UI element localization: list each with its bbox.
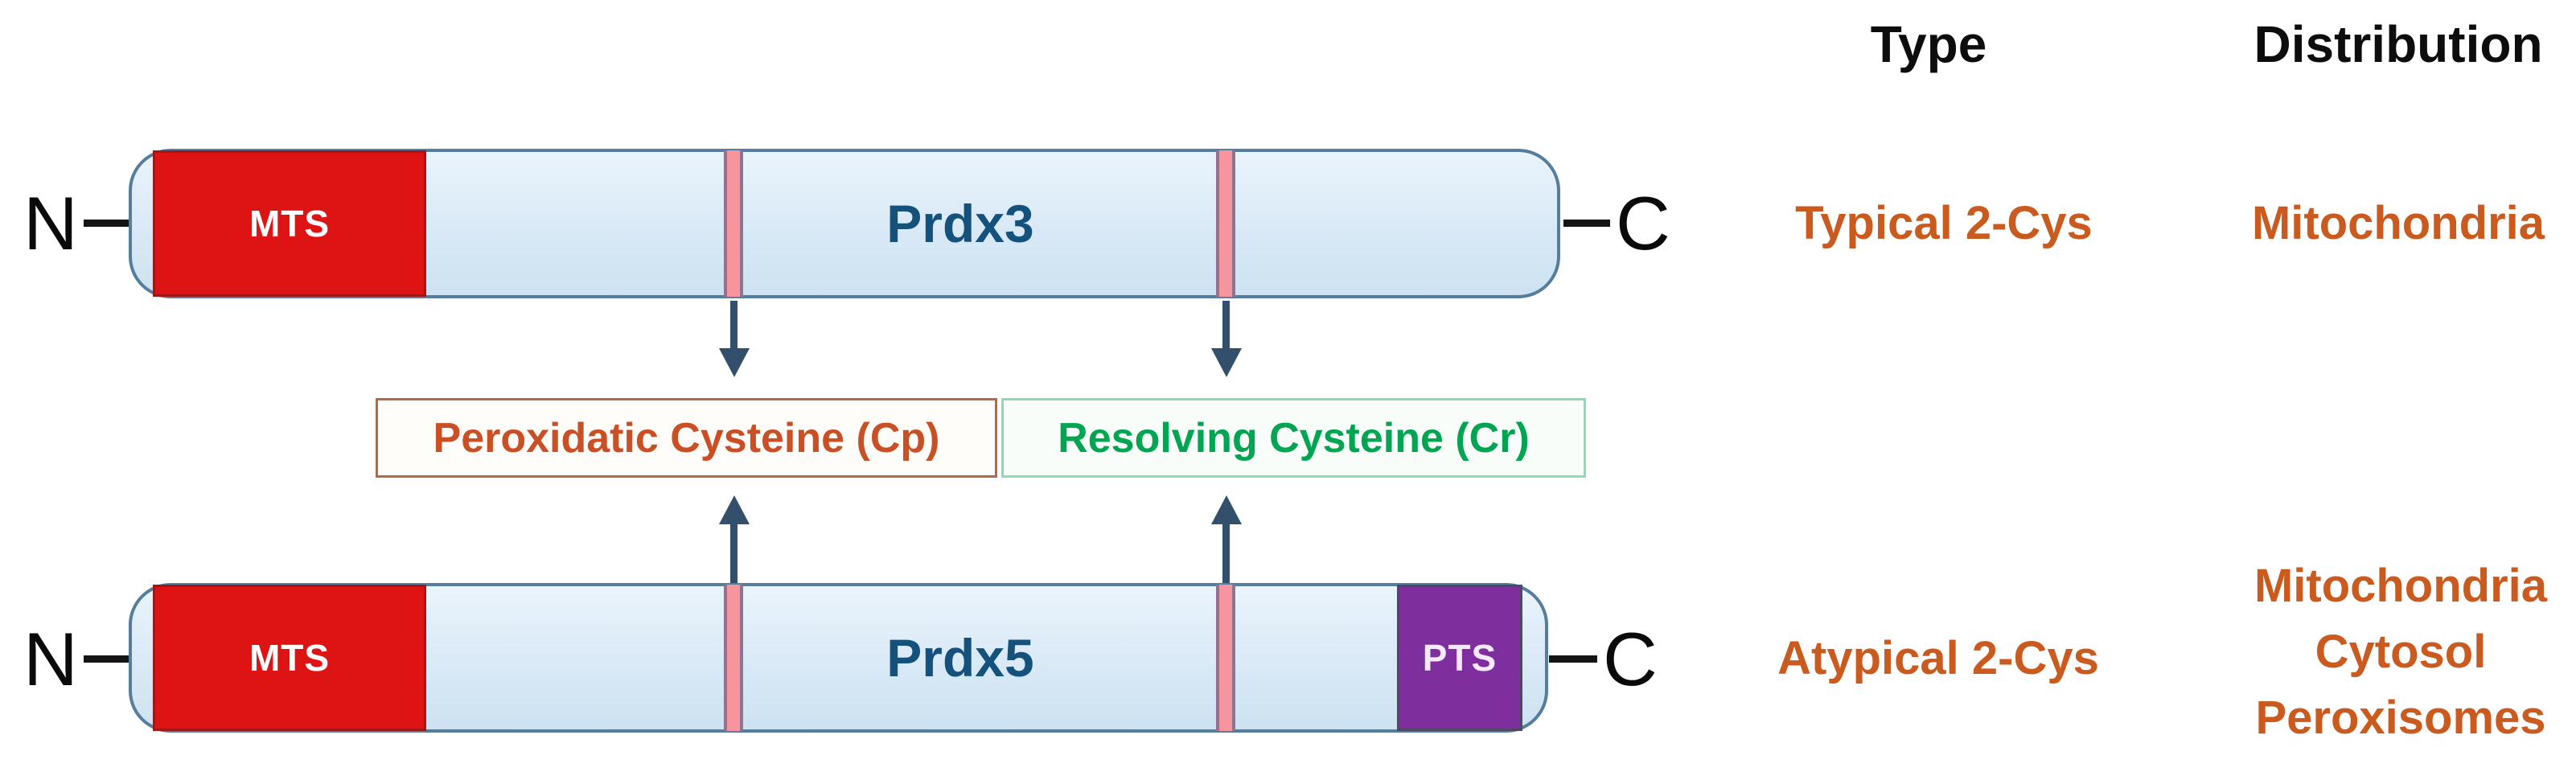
prdx5-distribution-line-3: Peroxisomes — [2255, 692, 2546, 744]
prdx3-n-terminus-connector — [84, 220, 130, 227]
resolving-cysteine-callout: Resolving Cysteine (Cr) — [1001, 398, 1586, 478]
prdx5-pts-domain: PTS — [1397, 585, 1522, 731]
arrow-down-peroxidatic-head-icon — [719, 348, 750, 377]
peroxidatic-cysteine-callout: Peroxidatic Cysteine (Cp) — [376, 398, 997, 478]
prdx3-distribution-value: Mitochondria — [2251, 197, 2545, 249]
arrow-down-peroxidatic-shaft — [730, 301, 737, 354]
prdx3-type-value: Typical 2-Cys — [1795, 197, 2093, 249]
prdx5-n-terminus-label: N — [23, 617, 78, 701]
prdx3-mts-domain-label: MTS — [249, 203, 331, 244]
prdx5-peroxidatic-cysteine-stripe — [724, 585, 743, 731]
prdx5-distribution-line-2: Cytosol — [2315, 626, 2487, 678]
arrow-up-peroxidatic-head-icon — [719, 495, 750, 524]
column-header-distribution: Distribution — [2253, 15, 2543, 73]
resolving-cysteine-label: Resolving Cysteine (Cr) — [1058, 414, 1530, 462]
prdx5-type-value: Atypical 2-Cys — [1777, 632, 2099, 684]
prdx3-c-terminus-connector — [1563, 220, 1610, 227]
column-header-type: Type — [1870, 15, 1987, 73]
prdx5-c-terminus-label: C — [1603, 617, 1658, 701]
prdx3-peroxidatic-cysteine-stripe — [724, 150, 743, 297]
prdx5-distribution-value: Mitochondria Cytosol Peroxisomes — [2216, 553, 2576, 751]
prdx3-protein-bar: MTS Prdx3 — [129, 149, 1560, 298]
prdx5-c-terminus-connector — [1549, 655, 1597, 663]
prdx5-mts-domain-label: MTS — [249, 637, 331, 679]
prdx3-resolving-cysteine-stripe — [1216, 150, 1235, 297]
arrow-down-resolving-head-icon — [1211, 348, 1242, 377]
prdx5-resolving-cysteine-stripe — [1216, 585, 1235, 731]
prdx3-mts-domain: MTS — [153, 150, 426, 297]
peroxidatic-cysteine-label: Peroxidatic Cysteine (Cp) — [433, 414, 940, 462]
prdx5-distribution-line-1: Mitochondria — [2253, 560, 2548, 612]
prdx3-c-terminus-label: C — [1616, 181, 1670, 265]
arrow-up-resolving-head-icon — [1211, 495, 1242, 524]
prdx5-pts-domain-label: PTS — [1422, 637, 1498, 679]
prdx3-protein-name: Prdx3 — [886, 194, 1034, 253]
prdx3-n-terminus-label: N — [23, 181, 78, 265]
prdx5-n-terminus-connector — [84, 655, 130, 663]
prdx5-mts-domain: MTS — [153, 585, 426, 731]
arrow-up-resolving-shaft — [1222, 521, 1230, 583]
prdx5-protein-bar: MTS PTS Prdx5 — [129, 583, 1548, 733]
prdx5-protein-name: Prdx5 — [886, 628, 1034, 688]
arrow-down-resolving-shaft — [1222, 301, 1230, 354]
arrow-up-peroxidatic-shaft — [730, 521, 737, 583]
